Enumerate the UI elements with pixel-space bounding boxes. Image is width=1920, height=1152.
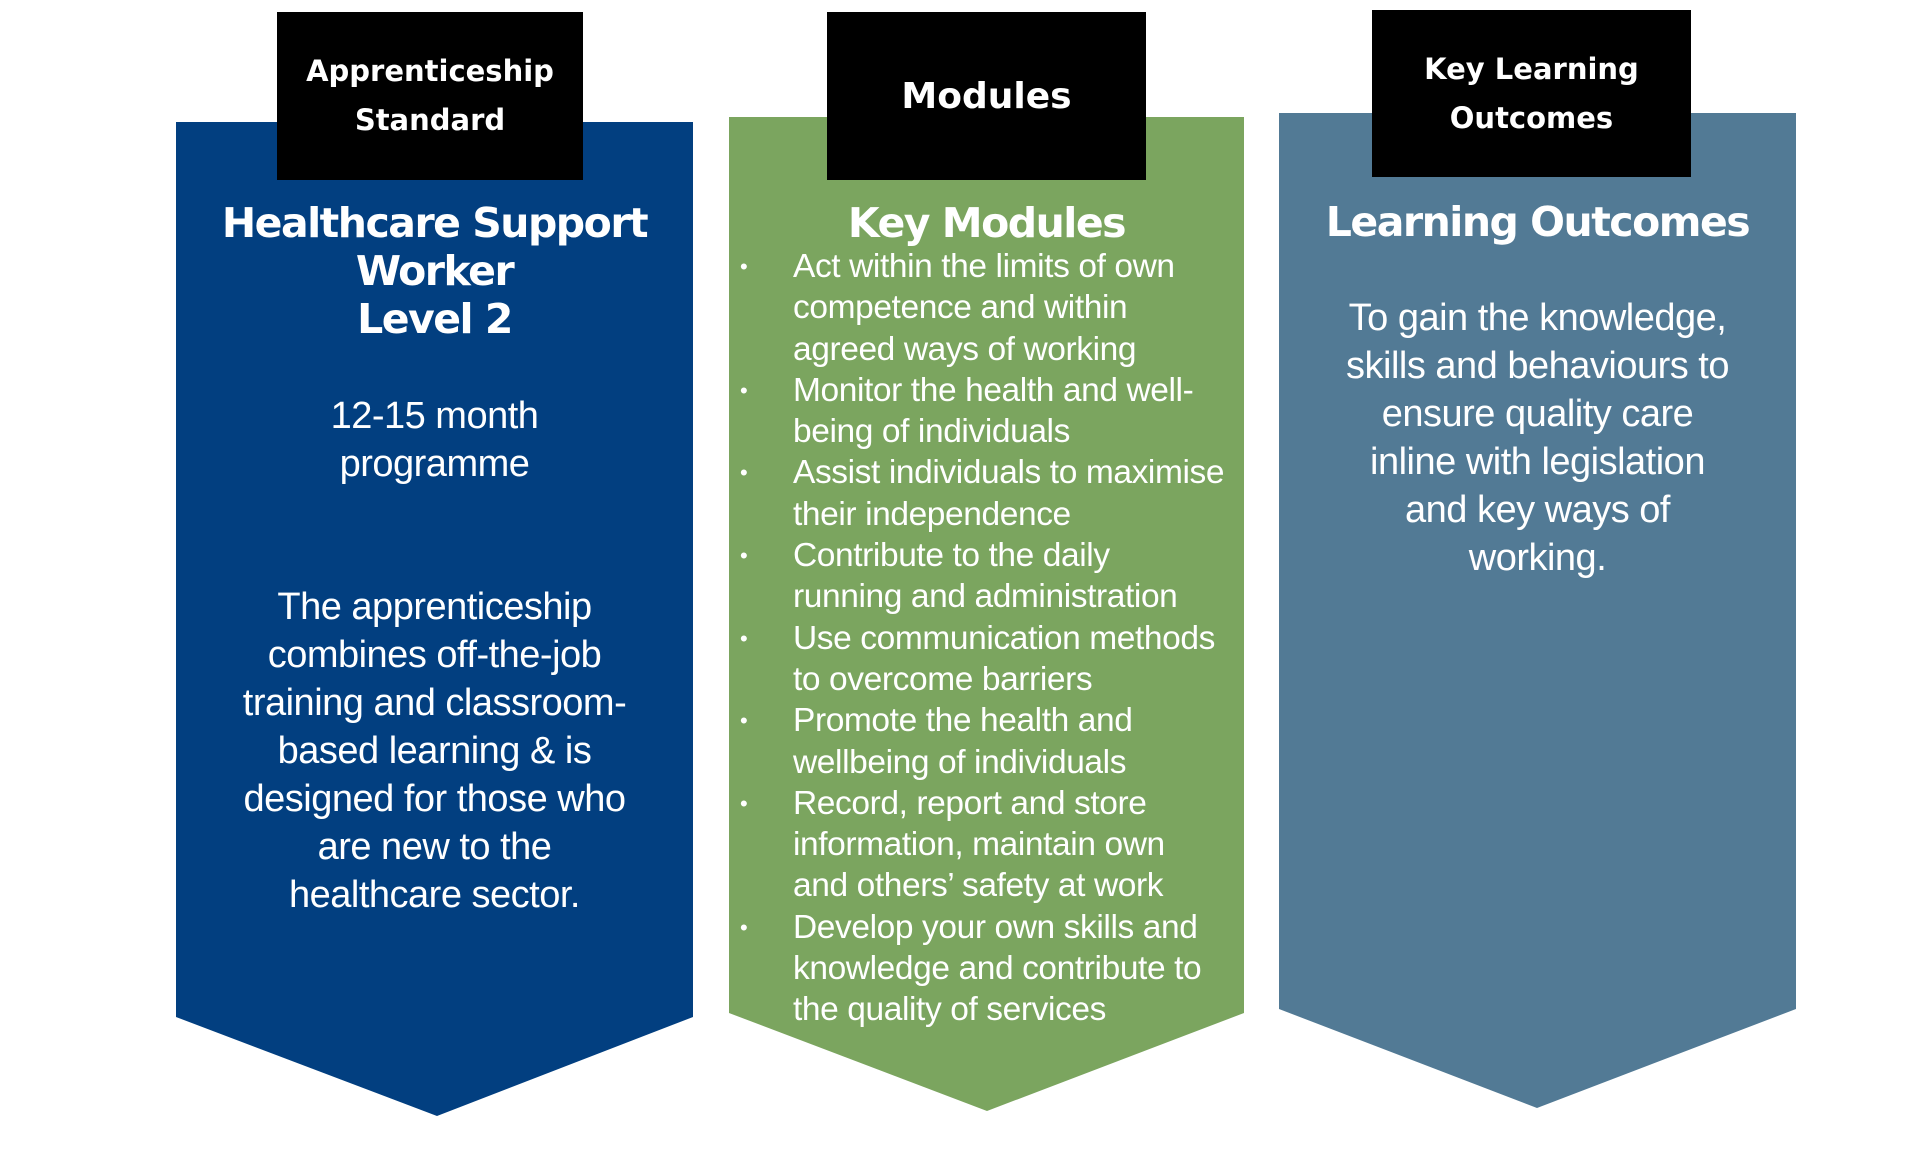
bullet-icon: • — [740, 254, 748, 279]
list-item: •Assist individuals to maximise their in… — [740, 454, 1225, 533]
standard-title: Healthcare Support Worker Level 2 — [221, 199, 649, 343]
outcomes-title: Learning Outcomes — [1325, 198, 1751, 246]
bullet-icon: • — [740, 377, 748, 403]
bullet-icon: • — [740, 460, 748, 486]
modules-title: Key Modules — [847, 199, 1127, 247]
bullet-icon: • — [740, 708, 748, 734]
list-item: •Develop your own skills and knowledge a… — [740, 908, 1202, 1029]
bullet-icon: • — [740, 790, 748, 816]
standard-duration: 12-15 month programme — [330, 395, 539, 485]
bullet-icon: • — [740, 914, 748, 940]
list-item: •Monitor the health and well- being of i… — [740, 371, 1194, 451]
standard-chevron — [176, 122, 693, 1116]
list-item: •Promote the health and wellbeing of ind… — [740, 702, 1133, 781]
list-item: •Act within the limits of own competence… — [740, 248, 1175, 368]
bullet-icon: • — [740, 625, 748, 651]
standard-description: The apprenticeship combines off-the-job … — [242, 586, 627, 916]
list-item: •Use communication methods to overcome b… — [740, 619, 1215, 698]
outcomes-chevron — [1279, 113, 1796, 1108]
outcomes-label: Key Learning Outcomes — [1372, 10, 1691, 177]
modules-chevron — [729, 117, 1244, 1111]
bullet-icon: • — [740, 543, 748, 569]
modules-list: •Act within the limits of own competence… — [740, 246, 1250, 1031]
list-item: •Record, report and store information, m… — [740, 784, 1165, 905]
standard-label: Apprenticeship Standard — [277, 12, 583, 180]
list-item: •Contribute to the daily running and adm… — [740, 537, 1178, 616]
outcomes-description: To gain the knowledge, skills and behavi… — [1346, 297, 1730, 579]
modules-label: Modules — [827, 12, 1146, 180]
